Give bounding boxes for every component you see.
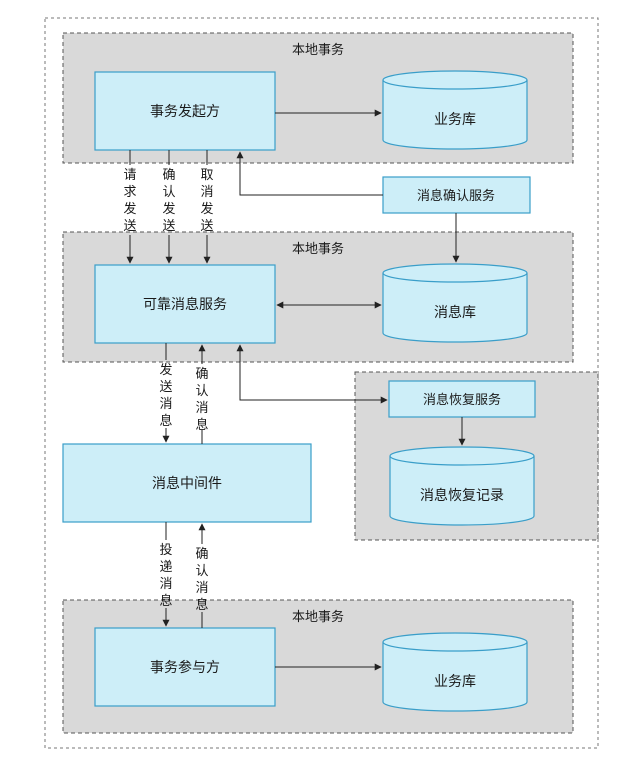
svg-text:送: 送	[200, 219, 213, 234]
svg-text:递: 递	[159, 560, 172, 575]
svg-text:确: 确	[195, 367, 208, 382]
label-request-send: 请 求 发 送	[123, 168, 136, 234]
svg-text:息: 息	[159, 413, 172, 429]
label-confirm-send: 确 认 发 送	[162, 168, 175, 234]
svg-text:认: 认	[195, 564, 208, 579]
svg-text:认: 认	[195, 384, 208, 399]
svg-text:求: 求	[123, 185, 136, 200]
label-confirm-msg-1: 确 认 消 息	[195, 367, 208, 433]
svg-text:发: 发	[200, 201, 213, 217]
node-reliable-msg-service: 可靠消息服务	[94, 264, 276, 344]
svg-text:发: 发	[162, 201, 175, 217]
label-send-msg: 发 送 消 息	[159, 362, 172, 429]
svg-text:可靠消息服务: 可靠消息服务	[143, 296, 227, 313]
label-cancel-send: 取 消 发 送	[200, 168, 213, 234]
node-participant: 事务参与方	[94, 627, 276, 707]
label-confirm-msg-2: 确 认 消 息	[195, 547, 208, 613]
svg-text:消息恢复服务: 消息恢复服务	[423, 392, 501, 408]
svg-text:消息库: 消息库	[434, 304, 476, 321]
svg-text:发: 发	[159, 362, 172, 378]
db-msg-recover-log: 消息恢复记录	[389, 446, 535, 526]
svg-text:认: 认	[162, 185, 175, 200]
arrow-reliable-recover-bidir	[236, 344, 388, 404]
group-label-bottom: 本地事务	[292, 609, 344, 625]
db-business-top: 业务库	[382, 70, 528, 150]
svg-text:投: 投	[159, 542, 172, 558]
svg-text:消: 消	[200, 185, 213, 200]
svg-text:消: 消	[195, 581, 208, 596]
svg-text:事务参与方: 事务参与方	[150, 659, 220, 676]
svg-text:业务库: 业务库	[434, 112, 476, 128]
svg-text:送: 送	[159, 380, 172, 395]
svg-text:送: 送	[162, 219, 175, 234]
svg-text:息: 息	[195, 417, 208, 433]
svg-text:消息确认服务: 消息确认服务	[417, 188, 495, 204]
svg-text:消: 消	[159, 397, 172, 412]
node-msg-recover-service: 消息恢复服务	[388, 380, 536, 418]
group-label-middle: 本地事务	[292, 241, 344, 257]
svg-text:消息恢复记录: 消息恢复记录	[420, 487, 504, 504]
svg-text:请: 请	[123, 168, 136, 183]
arrow-confirm-service-to-initiator	[236, 151, 383, 196]
node-msg-confirm-service: 消息确认服务	[382, 176, 531, 214]
svg-text:确: 确	[195, 547, 208, 562]
svg-text:消: 消	[159, 577, 172, 592]
label-deliver-msg: 投 递 消 息	[159, 542, 172, 609]
db-msg: 消息库	[382, 263, 528, 343]
svg-text:业务库: 业务库	[434, 674, 476, 690]
svg-text:取: 取	[200, 168, 213, 183]
svg-text:消息中间件: 消息中间件	[152, 475, 222, 492]
svg-text:确: 确	[162, 168, 175, 183]
svg-text:事务发起方: 事务发起方	[150, 104, 220, 120]
node-initiator: 事务发起方	[94, 71, 276, 151]
node-msg-middleware: 消息中间件	[62, 443, 312, 523]
svg-text:送: 送	[123, 219, 136, 234]
svg-text:息: 息	[159, 593, 172, 609]
svg-text:息: 息	[195, 597, 208, 613]
group-label-top: 本地事务	[292, 42, 344, 58]
db-business-bottom: 业务库	[382, 632, 528, 712]
svg-text:发: 发	[123, 201, 136, 217]
svg-text:消: 消	[195, 401, 208, 416]
